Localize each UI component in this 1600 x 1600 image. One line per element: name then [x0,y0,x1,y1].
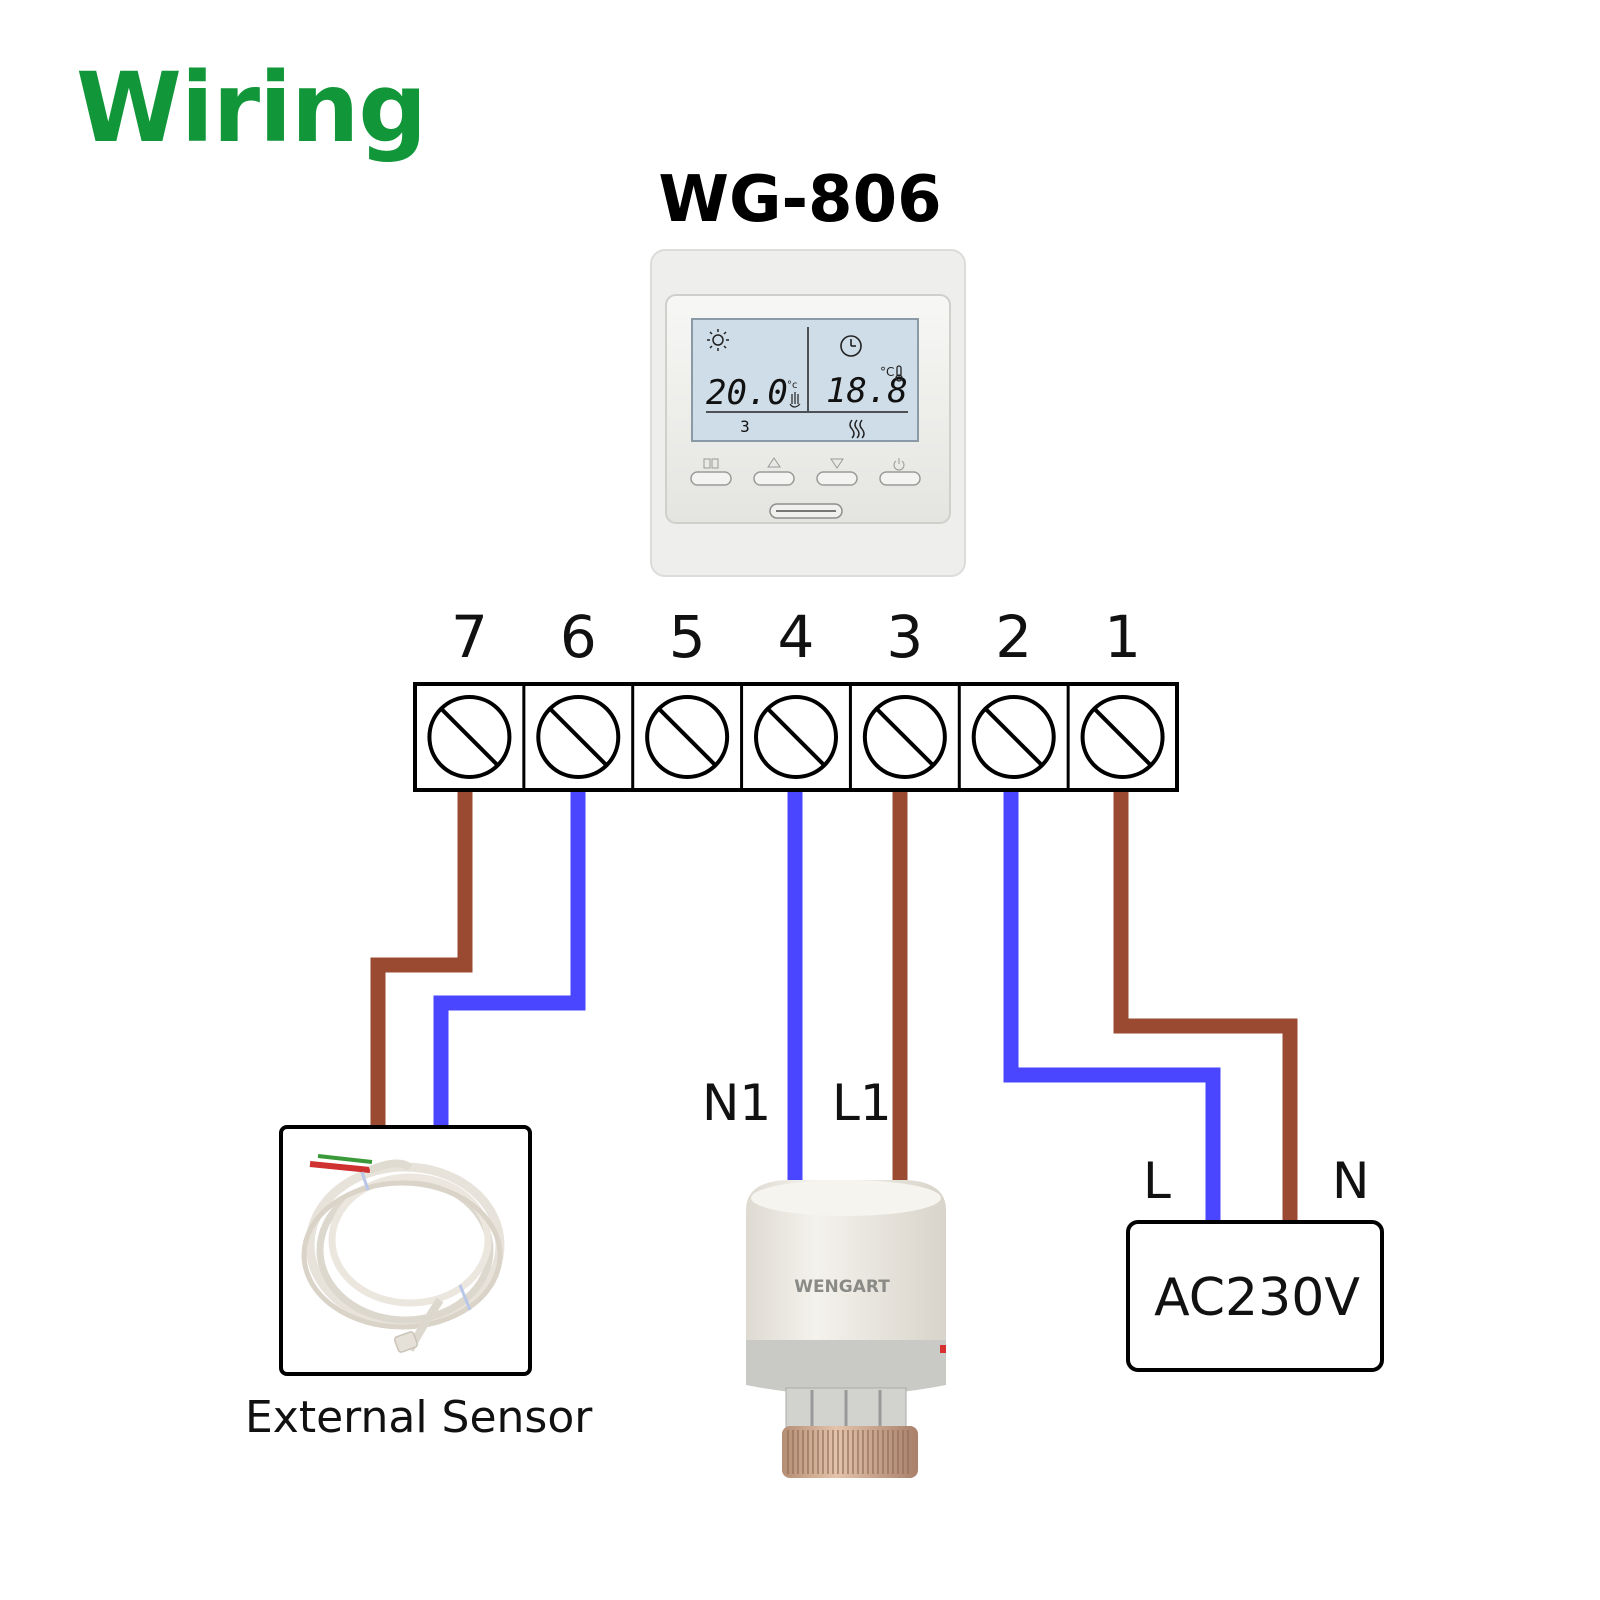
up-triangle-icon [767,457,781,468]
up-button[interactable] [753,457,795,486]
supply-label: AC230V [1154,1268,1360,1328]
sensor-caption: External Sensor [245,1392,593,1443]
sun-icon [707,329,729,351]
down-triangle-icon [830,458,844,469]
terminal-screw-5 [645,695,730,779]
svg-text:°C: °C [880,365,894,379]
thermostat-buttons [690,457,921,486]
lcd-screen: 20.0 18.8 °c °C 3 [691,318,919,442]
label-l1: L1 [832,1074,892,1132]
wire-terminal-6-sensor [433,790,586,1128]
diagram-title: Wiring [76,52,427,164]
power-icon [893,458,905,471]
thermostat: 20.0 18.8 °c °C 3 [650,249,966,577]
terminal-number-3: 3 [886,603,924,671]
terminal-screw-2 [971,695,1056,779]
terminal-number-6: 6 [559,603,597,671]
down-button[interactable] [816,458,858,486]
room-temperature: 18.8 [826,371,908,411]
external-sensor [279,1125,532,1376]
terminal-number-1: 1 [1104,603,1142,671]
label-n1: N1 [702,1074,772,1132]
wire-terminal-7-sensor [370,790,473,1128]
terminal-block [413,682,1179,792]
actuator: WENGART [746,1180,946,1478]
thermometer-icon [895,365,903,382]
menu-button[interactable] [690,458,732,486]
terminal-screw-6 [536,695,621,779]
terminal-number-2: 2 [995,603,1033,671]
model-name: WG-806 [658,163,942,237]
label-l: L [1143,1152,1171,1210]
power-button[interactable] [879,458,921,486]
program-number: 3 [740,417,750,436]
hand-icon [789,392,801,408]
clock-icon [840,335,862,357]
terminal-number-5: 5 [668,603,706,671]
terminal-screw-1 [1080,695,1165,779]
heat-icon [849,419,865,439]
actuator-brand: WENGART [794,1277,890,1297]
wire-terminal-2-l [1003,790,1221,1222]
terminal-number-4: 4 [777,603,815,671]
book-icon [703,458,719,469]
terminal-screw-3 [862,695,947,779]
power-supply-box [1126,1220,1384,1372]
wire-terminal-1-n [1113,790,1298,1222]
terminal-number-7: 7 [450,603,488,671]
set-temperature: 20.0 [706,373,788,413]
label-n: N [1332,1152,1370,1210]
wires [370,790,1298,1222]
terminal-screw-4 [754,695,838,779]
terminal-screw-7 [427,695,512,779]
sensor-cable-image [301,1154,505,1353]
svg-text:°c: °c [787,380,798,391]
